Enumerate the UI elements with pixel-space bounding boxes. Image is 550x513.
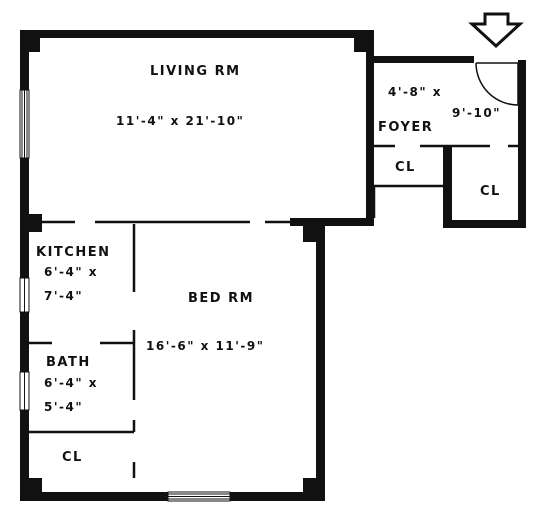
- living-room-size: 11'-4" x 21'-10": [116, 114, 244, 128]
- exterior-walls: [20, 30, 526, 501]
- bedroom-size: 16'-6" x 11'-9": [146, 339, 265, 353]
- interior-walls: [29, 144, 518, 478]
- living-window: [19, 89, 30, 159]
- bath-closet-name: CL: [62, 450, 83, 465]
- living-room-name: LIVING RM: [150, 64, 241, 79]
- windows: [19, 89, 231, 502]
- room-labels: LIVING RM 11'-4" x 21'-10" 4'-8" x 9'-10…: [36, 64, 501, 465]
- bedroom-name: BED RM: [188, 291, 254, 306]
- bedroom-window: [167, 491, 231, 502]
- entry-closet-name: CL: [480, 184, 501, 199]
- down-arrow-icon: [468, 12, 524, 49]
- bath-window: [19, 371, 30, 411]
- foyer-closet-name: CL: [395, 160, 416, 175]
- bath-size-line1: 6'-4" x: [44, 376, 98, 390]
- kitchen-size-line2: 7'-4": [44, 289, 83, 303]
- bath-name: BATH: [46, 355, 91, 370]
- bath-size-line2: 5'-4": [44, 400, 83, 414]
- kitchen-name: KITCHEN: [36, 245, 110, 260]
- kitchen-window: [19, 277, 30, 313]
- kitchen-size-line1: 6'-4" x: [44, 265, 98, 279]
- foyer-name: FOYER: [378, 120, 433, 135]
- foyer-size-line1: 4'-8" x: [388, 85, 442, 99]
- entry-door: [475, 62, 519, 106]
- foyer-size-line2: 9'-10": [452, 106, 501, 120]
